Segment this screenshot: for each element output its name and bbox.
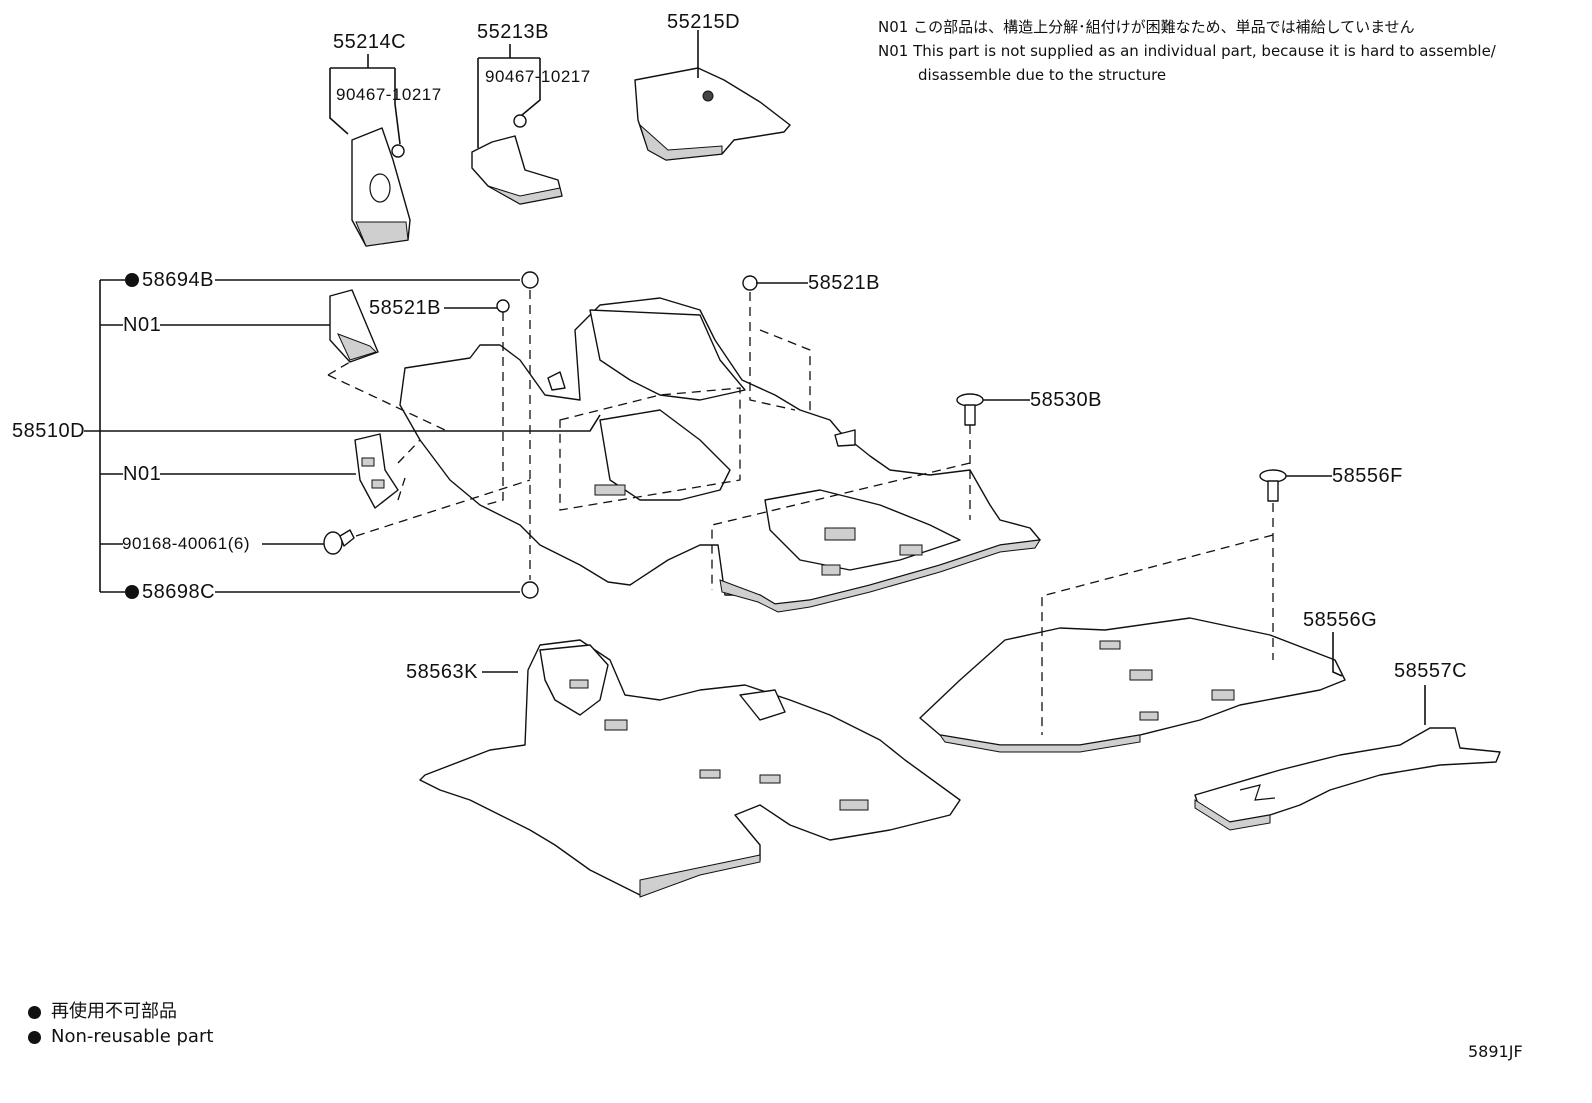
label-58557C: 58557C [1394,660,1468,682]
legend-english: Non-reusable part [28,1028,213,1046]
label-n01-lower: N01 [123,463,162,485]
note-english-line2: disassemble due to the structure [918,66,1167,84]
part-55213B-drawing [471,114,563,205]
part-58563K-drawing [419,639,961,898]
clip-58694B-drawing [521,271,539,289]
legend-dot-icon [28,1030,41,1044]
clip-58521B-right-drawing [742,275,758,291]
label-58694B-text: 58694B [142,269,214,291]
part-55214C-drawing [351,127,411,247]
pin-58556F-drawing [1259,469,1287,502]
label-screw-90467-a: 90467-10217 [336,85,442,104]
label-58510D: 58510D [12,420,86,442]
label-58521B-right: 58521B [808,272,880,294]
label-58694B: 58694B [125,270,214,290]
part-58510D-drawing [399,297,1041,613]
note-japanese: N01 この部品は、構造上分解･組付けが困難なため、単品では補給していません [878,18,1415,36]
assembly-dashed-lines [327,290,1274,735]
n01-pad-lower-drawing [354,433,399,509]
label-58530B: 58530B [1030,389,1102,411]
clip-58521B-left-drawing [496,299,510,313]
label-58698C: 58698C [125,582,215,602]
label-58698C-text: 58698C [142,581,216,603]
label-55215D: 55215D [667,11,741,33]
label-58556G: 58556G [1303,609,1378,631]
label-55213B: 55213B [477,21,549,43]
part-58556G-drawing [919,617,1346,753]
label-58521B-left: 58521B [369,297,441,319]
pin-58530B-drawing [956,393,984,426]
screw-90168-drawing [323,529,355,555]
label-55214C: 55214C [333,31,407,53]
non-reusable-dot-icon [125,273,139,287]
n01-pad-upper-drawing [329,289,379,363]
label-screw-90467-b: 90467-10217 [485,67,591,86]
non-reusable-dot-icon [125,585,139,599]
part-55215D-drawing [634,67,791,161]
figure-code: 5891JF [1468,1042,1523,1061]
leader-lines [84,30,1426,725]
label-58563K: 58563K [406,661,478,683]
label-58556F: 58556F [1332,465,1403,487]
label-n01-upper: N01 [123,314,162,336]
note-english-line1: N01 This part is not supplied as an indi… [878,42,1496,60]
legend-dot-icon [28,1005,41,1019]
legend-japanese: 再使用不可部品 [28,1003,177,1021]
legend-japanese-text: 再使用不可部品 [51,1001,177,1022]
label-90168-40061: 90168-40061(6) [122,534,250,553]
part-58557C-drawing [1194,727,1501,831]
clip-58698C-drawing [521,581,539,599]
legend-english-text: Non-reusable part [51,1026,214,1047]
